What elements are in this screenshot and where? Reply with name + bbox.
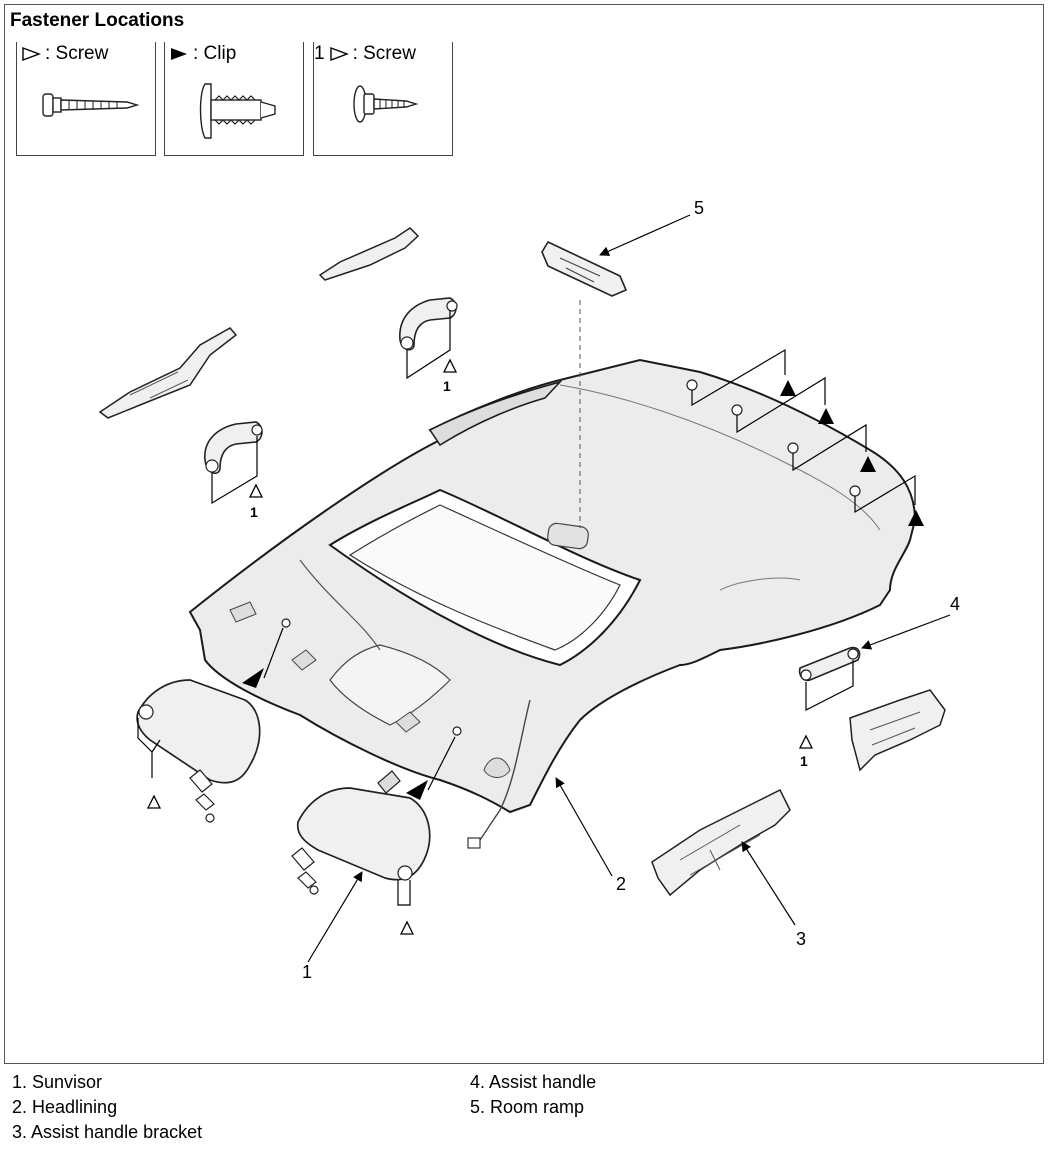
- sunvisor-left: [136, 679, 261, 823]
- screw-marker: [442, 358, 458, 373]
- parts-legend-left: 1. Sunvisor 2. Headlining 3. Assist hand…: [12, 1070, 202, 1145]
- page-title: Fastener Locations: [10, 10, 185, 31]
- room-ramp: [541, 240, 628, 528]
- clip-leaders: [691, 348, 916, 514]
- fastener-label: : Screw: [352, 43, 416, 64]
- fastener-type-mark: 1: [250, 504, 258, 520]
- screw-icon: [42, 93, 140, 117]
- callout-4: 4: [950, 594, 960, 614]
- legend-item: 3. Assist handle bracket: [12, 1122, 203, 1142]
- callout-5: 5: [694, 198, 704, 218]
- screw-marker: [248, 483, 264, 498]
- legend-item: 2. Headlining: [12, 1097, 118, 1117]
- washer-screw-icon: [353, 85, 419, 123]
- sunvisor-right: [291, 770, 431, 895]
- screw-marker: [798, 734, 814, 749]
- fastener-box-washer-screw: 1 : Screw: [313, 42, 453, 156]
- assist-handle: [399, 297, 458, 351]
- parts-legend-right: 4. Assist handle 5. Room ramp: [470, 1070, 596, 1120]
- legend-item: 4. Assist handle: [470, 1072, 597, 1092]
- fastener-box-screw: : Screw: [16, 42, 156, 156]
- fastener-type-mark: 1: [800, 753, 808, 769]
- fastener-type-mark: 1: [443, 378, 451, 394]
- clip-marker: [908, 510, 924, 526]
- callout-3: 3: [796, 929, 806, 949]
- fastener-box-clip: : Clip: [164, 42, 304, 156]
- assist-handle: [204, 421, 263, 475]
- clip-icon: [199, 83, 276, 139]
- callout-1: 1: [302, 962, 312, 982]
- filled-triangle-icon: [171, 48, 187, 60]
- screw-marker: [146, 794, 162, 809]
- clip-marker: [780, 380, 796, 396]
- fastener-prefix: 1: [314, 43, 325, 64]
- screw-marker: [399, 920, 415, 935]
- clip-marker: [860, 456, 876, 472]
- assist-handle-bracket: [651, 689, 946, 897]
- open-triangle-icon: [22, 46, 41, 62]
- legend-item: 1. Sunvisor: [12, 1072, 103, 1092]
- legend-item: 5. Room ramp: [470, 1097, 585, 1117]
- open-triangle-icon: [329, 46, 349, 62]
- clip-marker: [406, 780, 428, 800]
- assist-handle-bracket-upper: [98, 227, 420, 419]
- headlining-panel: [188, 358, 917, 849]
- assist-handle-right: [798, 646, 861, 682]
- diagram-frame: [4, 4, 1044, 1064]
- callout-2: 2: [616, 874, 626, 894]
- clip-marker: [818, 408, 834, 424]
- clip-marker: [242, 668, 264, 688]
- fastener-label: : Screw: [45, 43, 109, 64]
- fastener-label: : Clip: [193, 43, 237, 64]
